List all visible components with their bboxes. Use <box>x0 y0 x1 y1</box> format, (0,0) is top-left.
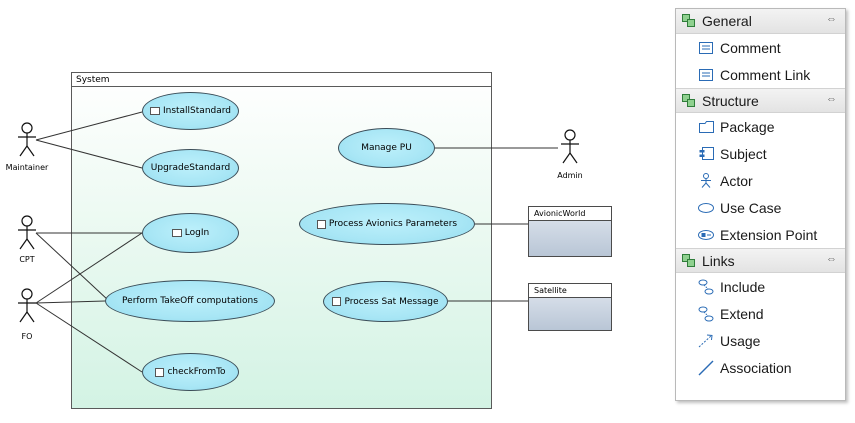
double-arrow-icon[interactable]: ⇔ <box>826 13 837 25</box>
palette-drawer-icon <box>682 93 696 108</box>
diagram-link-icon <box>316 219 326 229</box>
use-case-label: Process Avionics Parameters <box>328 219 458 229</box>
use-case-label: Process Sat Message <box>344 296 439 307</box>
palette-item-package[interactable]: Package <box>676 113 845 140</box>
palette-item-extend[interactable]: Extend <box>676 300 845 327</box>
login-icon <box>171 229 182 237</box>
actor-fo-label[interactable]: FO <box>21 332 33 341</box>
use-case-process-avionics[interactable]: Process Avionics Parameters <box>299 203 475 245</box>
extension-point-icon <box>698 227 714 243</box>
use-case-label: InstallStandard <box>162 106 232 116</box>
palette-drawer-icon <box>682 253 696 268</box>
include-icon <box>698 279 714 295</box>
section-title: Links <box>702 252 735 269</box>
subject-icon <box>698 146 714 162</box>
palette-item-label: Usage <box>720 332 761 349</box>
subject-body <box>529 298 611 330</box>
subject-body <box>529 221 611 256</box>
use-case-upgrade-standard[interactable]: UpgradeStandard <box>142 149 239 187</box>
section-title: Structure <box>702 92 759 109</box>
comment-link-icon <box>698 67 714 83</box>
subject-title: AvionicWorld <box>529 207 611 221</box>
palette-item-label: Comment <box>720 39 781 56</box>
use-case-manage-pu[interactable]: Manage PU <box>338 128 435 168</box>
subject-title: Satellite <box>529 284 611 298</box>
palette-item-usage[interactable]: Usage <box>676 327 845 354</box>
diagram-link-icon <box>155 367 165 377</box>
system-title: System <box>72 73 491 87</box>
use-case-label: UpgradeStandard <box>150 163 231 173</box>
palette-item-label: Package <box>720 118 775 135</box>
use-case-label: LogIn <box>184 228 210 238</box>
usage-icon <box>698 333 714 349</box>
palette-item-label: Use Case <box>720 199 782 216</box>
palette-section-structure[interactable]: Structure ⇔ <box>676 88 845 113</box>
association-lines <box>18 111 579 373</box>
actor-admin-label[interactable]: Admin <box>557 171 583 180</box>
use-case-process-sat[interactable]: Process Sat Message <box>323 281 448 322</box>
association-icon <box>698 360 714 376</box>
actor-fo-figure <box>18 288 36 323</box>
use-case-label: Perform TakeOff computations <box>122 296 258 306</box>
actor-admin-figure <box>561 129 579 164</box>
actor-cpt-label[interactable]: CPT <box>19 255 35 264</box>
package-icon <box>698 119 714 135</box>
extension-icon <box>149 107 160 115</box>
palette-section-general[interactable]: General ⇔ <box>676 9 845 34</box>
use-case-login[interactable]: LogIn <box>142 213 239 253</box>
palette-item-include[interactable]: Include <box>676 273 845 300</box>
use-case-install-standard[interactable]: InstallStandard <box>142 92 239 130</box>
comment-icon <box>698 40 714 56</box>
palette-item-label: Extension Point <box>720 226 818 243</box>
palette-item-label: Comment Link <box>720 66 811 83</box>
palette-item-comment-link[interactable]: Comment Link <box>676 61 845 88</box>
diagram-link-icon <box>332 297 342 306</box>
palette-item-subject[interactable]: Subject <box>676 140 845 167</box>
use-case-label: checkFromTo <box>167 367 226 377</box>
palette-section-links[interactable]: Links ⇔ <box>676 248 845 273</box>
palette-item-comment[interactable]: Comment <box>676 34 845 61</box>
palette-item-label: Extend <box>720 305 764 322</box>
actor-cpt-figure <box>18 215 36 250</box>
palette-item-label: Association <box>720 359 792 376</box>
extend-icon <box>698 306 714 322</box>
palette-item-label: Include <box>720 278 766 295</box>
double-arrow-icon[interactable]: ⇔ <box>826 253 837 265</box>
use-case-icon <box>698 200 714 216</box>
section-title: General <box>702 13 752 29</box>
palette-item-label: Actor <box>720 172 753 189</box>
use-case-check-from-to[interactable]: checkFromTo <box>142 353 239 391</box>
palette-drawer-icon <box>682 14 696 28</box>
palette-item-extension-point[interactable]: Extension Point <box>676 221 845 248</box>
use-case-label: Manage PU <box>361 143 412 153</box>
subject-satellite[interactable]: Satellite <box>528 283 612 331</box>
actor-maintainer-label[interactable]: Maintainer <box>5 163 49 172</box>
tool-palette: General ⇔ Comment Comment Link Structure… <box>675 8 846 401</box>
actor-icon <box>698 173 714 189</box>
use-case-perform-takeoff[interactable]: Perform TakeOff computations <box>105 280 275 322</box>
actor-maintainer-figure <box>18 122 36 157</box>
palette-item-use-case[interactable]: Use Case <box>676 194 845 221</box>
use-case-diagram-canvas[interactable]: System <box>0 0 660 423</box>
palette-item-label: Subject <box>720 145 767 162</box>
subject-avionic-world[interactable]: AvionicWorld <box>528 206 612 257</box>
palette-item-association[interactable]: Association <box>676 354 845 381</box>
double-arrow-icon[interactable]: ⇔ <box>826 93 837 105</box>
palette-item-actor[interactable]: Actor <box>676 167 845 194</box>
